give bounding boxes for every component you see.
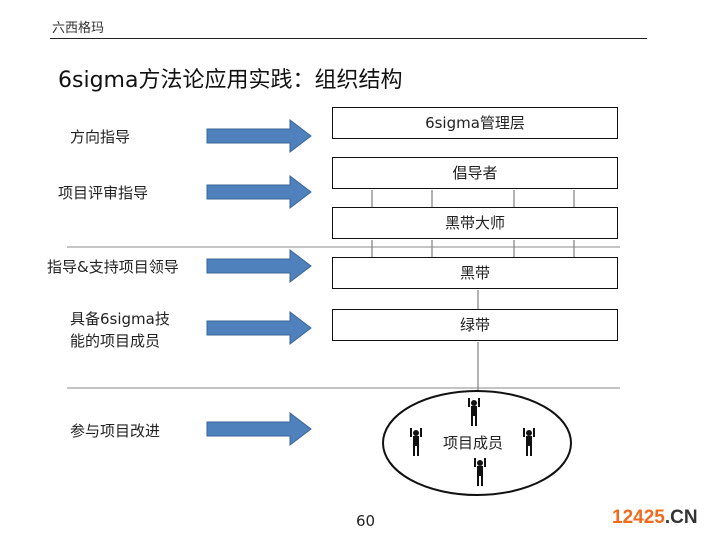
arrow-icon <box>206 118 312 154</box>
label-members-a: 具备6sigma技 <box>70 310 170 328</box>
box-6sigma-management: 6sigma管理层 <box>332 107 618 139</box>
watermark-number: 12425 <box>612 507 665 528</box>
team-members-label: 项目成员 <box>443 432 504 453</box>
arrow-icon <box>206 174 312 210</box>
watermark-logo: 12425.CN <box>612 507 698 529</box>
arrow-icon <box>206 310 312 346</box>
arrow-icon <box>206 411 312 447</box>
slide-title: 6sigma方法论应用实践：组织结构 <box>58 68 403 93</box>
label-support: 指导&支持项目领导 <box>47 258 179 276</box>
person-icon <box>410 398 535 486</box>
header-divider <box>50 38 647 39</box>
page-number: 60 <box>356 512 376 530</box>
arrow-icon <box>206 248 312 284</box>
label-members-b: 能的项目成员 <box>70 332 161 350</box>
label-review: 项目评审指导 <box>58 184 149 202</box>
box-champion: 倡导者 <box>332 157 618 189</box>
box-master-black-belt: 黑带大师 <box>332 207 618 239</box>
box-green-belt: 绿带 <box>332 309 618 341</box>
watermark-suffix: .CN <box>664 507 698 528</box>
label-direction: 方向指导 <box>70 128 131 146</box>
box-black-belt: 黑带 <box>332 257 618 289</box>
brand-header: 六西格玛 <box>52 21 105 36</box>
label-participate: 参与项目改进 <box>70 422 161 440</box>
